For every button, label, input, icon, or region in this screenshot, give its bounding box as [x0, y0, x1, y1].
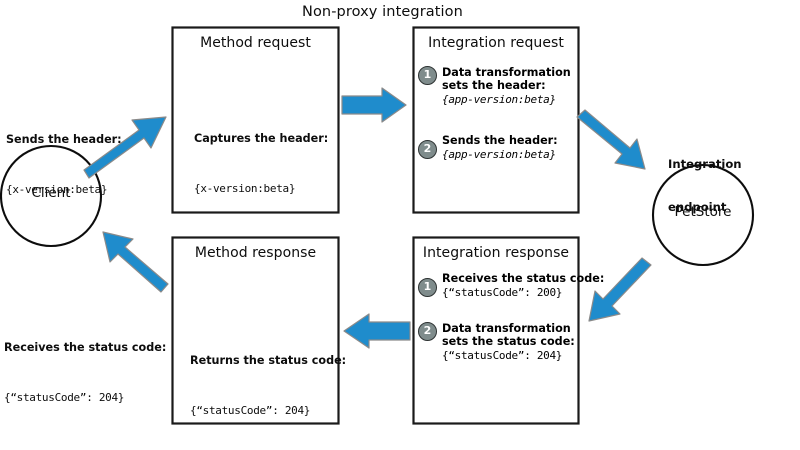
- integration-request-step-2: Sends the header: {app-version:beta}: [442, 134, 558, 161]
- client-request-note-line1: Sends the header:: [6, 133, 122, 147]
- arrow-method-response-to-client: [102, 231, 169, 293]
- integration-response-step-2-number: 2: [418, 322, 437, 341]
- integration-response-step-2: Data transformation sets the status code…: [442, 322, 575, 362]
- client-request-note-code: {x-version:beta}: [6, 183, 108, 197]
- arrow-client-to-method-request: [83, 116, 167, 179]
- method-response-title: Method response: [194, 245, 317, 261]
- client-node-label: Client: [31, 185, 71, 201]
- client-response-note-line1: Receives the status code:: [4, 341, 167, 355]
- method-request-title: Method request: [200, 35, 311, 51]
- integration-response-step-1-line1: Receives the status code:: [442, 272, 605, 285]
- integration-endpoint-caption-line2: endpoint: [668, 200, 727, 215]
- method-response-body-line1: Returns the status code:: [190, 354, 347, 368]
- client-response-note: Receives the status code: {“statusCode”:…: [4, 304, 166, 442]
- arrow-integration-request-to-petstore: [576, 109, 646, 170]
- petstore-node-circle: [651, 163, 755, 267]
- integration-request-step-1-line2: sets the header:: [442, 79, 546, 92]
- integration-response-box: [412, 236, 580, 425]
- integration-response-step-1-code: {“statusCode”: 200}: [442, 286, 563, 299]
- method-request-body-line1: Captures the header:: [194, 132, 329, 146]
- integration-request-step-1-number: 1: [418, 66, 437, 85]
- integration-response-step-2-line2: sets the status code:: [442, 335, 575, 348]
- integration-request-step-2-line1: Sends the header:: [442, 134, 558, 147]
- method-response-body-code: {“statusCode”: 204}: [190, 404, 311, 418]
- integration-response-step-2-line1: Data transformation: [442, 322, 571, 335]
- integration-request-step-2-code: {app-version:beta}: [442, 148, 556, 161]
- method-request-box: [171, 26, 340, 214]
- client-request-note: Sends the header: {x-version:beta}: [6, 96, 122, 234]
- integration-request-title: Integration request: [428, 35, 564, 51]
- integration-response-step-1: Receives the status code: {“statusCode”:…: [442, 272, 604, 299]
- diagram-title: Non-proxy integration: [302, 4, 463, 20]
- integration-endpoint-caption: Integration endpoint: [668, 128, 742, 244]
- arrow-integration-response-to-method-response: [343, 313, 411, 349]
- arrow-method-request-to-integration-request: [341, 87, 407, 123]
- integration-response-step-2-code: {“statusCode”: 204}: [442, 349, 563, 362]
- integration-endpoint-caption-line1: Integration: [668, 156, 742, 171]
- petstore-node-label: PetStore: [674, 204, 732, 220]
- integration-response-title: Integration response: [422, 245, 570, 261]
- arrow-petstore-to-integration-response: [588, 257, 652, 322]
- method-response-body: Returns the status code: {“statusCode”: …: [190, 317, 346, 450]
- method-response-box: [171, 236, 340, 425]
- integration-request-box: [412, 26, 580, 214]
- client-node-circle: [0, 144, 103, 248]
- method-request-body: Captures the header: {x-version:beta}: [194, 95, 328, 233]
- integration-request-step-2-number: 2: [418, 140, 437, 159]
- client-response-note-code: {“statusCode”: 204}: [4, 391, 125, 405]
- integration-request-step-1-line1: Data transformation: [442, 66, 571, 79]
- method-request-body-code: {x-version:beta}: [194, 182, 296, 196]
- integration-request-step-1-code: {app-version:beta}: [442, 93, 556, 106]
- integration-response-step-1-number: 1: [418, 278, 437, 297]
- integration-request-step-1: Data transformation sets the header: {ap…: [442, 66, 571, 106]
